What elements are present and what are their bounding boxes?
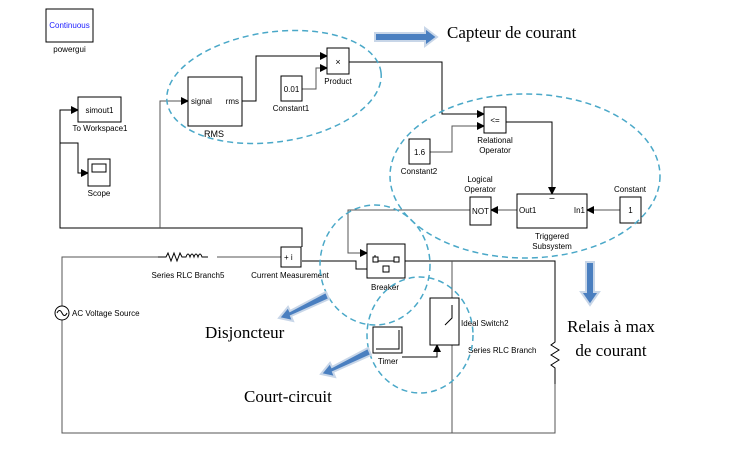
relational-operator-block[interactable]: <= Relational Operator <box>477 106 513 155</box>
court-circuit-annotation: Court-circuit <box>244 387 332 406</box>
power-circuit-wires <box>61 256 556 434</box>
scope-screen-icon <box>91 163 107 173</box>
rms-out-port: rms <box>226 97 239 106</box>
relational-symbol: <= <box>490 116 500 125</box>
ac-source-label: AC Voltage Source <box>72 309 140 318</box>
constant-block[interactable]: Constant 1 <box>614 185 647 224</box>
series-rlc-branch[interactable]: Series RLC Branch <box>468 334 560 384</box>
constant-value: 1 <box>628 206 633 215</box>
series-rlc-branch5[interactable]: Series RLC Branch5 <box>152 251 225 280</box>
powergui-text: Continuous <box>49 21 89 30</box>
to-workspace-label: To Workspace1 <box>73 124 129 133</box>
rms-block[interactable]: signal rms RMS <box>187 76 243 139</box>
relational-label-1: Relational <box>477 136 513 145</box>
relational-label-2: Operator <box>479 146 511 155</box>
current-measurement-block[interactable]: + i Current Measurement <box>251 246 330 280</box>
relay-group-ellipse <box>389 93 661 259</box>
triggered-out-port: Out1 <box>519 206 537 215</box>
product-label: Product <box>324 77 352 86</box>
logical-operator-block[interactable]: Logical Operator NOT <box>464 175 496 226</box>
breaker-label: Breaker <box>371 283 399 292</box>
constant2-value: 1.6 <box>414 148 426 157</box>
disjoncteur-arrow-icon <box>277 290 331 323</box>
powergui-block[interactable]: Continuous powergui <box>45 8 94 54</box>
sine-icon <box>56 310 68 316</box>
relais-arrow-icon <box>579 261 601 307</box>
ideal-switch-block[interactable]: Ideal Switch2 <box>429 297 509 346</box>
current-measurement-label: Current Measurement <box>251 271 330 280</box>
constant1-label: Constant1 <box>273 104 310 113</box>
product-block[interactable]: × Product <box>324 47 353 86</box>
rms-in-port: signal <box>191 97 212 106</box>
constant1-block[interactable]: 0.01 Constant1 <box>273 75 310 113</box>
rlc5-label: Series RLC Branch5 <box>152 271 225 280</box>
powergui-label: powergui <box>53 45 86 54</box>
scope-label: Scope <box>88 189 111 198</box>
switch-icon <box>444 305 453 326</box>
constant2-block[interactable]: 1.6 Constant2 <box>401 138 438 176</box>
rms-label: RMS <box>204 129 224 139</box>
logical-label-2: Operator <box>464 185 496 194</box>
ac-voltage-source[interactable]: AC Voltage Source <box>54 305 140 321</box>
triggered-label-2: Subsystem <box>532 242 572 251</box>
timer-icon <box>376 330 400 350</box>
breaker-block[interactable]: Breaker <box>366 243 406 292</box>
to-workspace-text: simout1 <box>85 106 114 115</box>
triggered-label-1: Triggered <box>535 232 569 241</box>
ideal-switch-label: Ideal Switch2 <box>461 319 509 328</box>
to-workspace-block[interactable]: simout1 To Workspace1 <box>73 96 129 133</box>
constant-label: Constant <box>614 185 647 194</box>
rlc-label: Series RLC Branch <box>468 346 536 355</box>
capteur-arrow-icon <box>374 26 439 48</box>
relais-annotation-1: Relais à max <box>567 317 655 336</box>
measurement-wires <box>59 52 620 257</box>
timer-label: Timer <box>378 357 398 366</box>
product-symbol: × <box>335 57 340 67</box>
scope-block[interactable]: Scope <box>87 158 111 198</box>
constant1-value: 0.01 <box>284 85 300 94</box>
current-measurement-icon: + i <box>284 253 293 262</box>
constant2-label: Constant2 <box>401 167 438 176</box>
court-circuit-arrow-icon <box>319 346 373 379</box>
disjoncteur-annotation: Disjoncteur <box>205 323 285 342</box>
short-circuit-ellipse <box>366 276 474 394</box>
capteur-annotation: Capteur de courant <box>447 23 577 42</box>
breaker-ellipse <box>319 204 431 326</box>
logical-symbol: NOT <box>472 207 489 216</box>
timer-block[interactable]: Timer <box>372 326 403 366</box>
triggered-in-port: In1 <box>574 206 586 215</box>
triggered-subsystem-block[interactable]: Ⲻ Out1 In1 Triggered Subsystem <box>516 193 588 251</box>
rms-group-ellipse <box>166 29 382 145</box>
trigger-icon: Ⲻ <box>549 196 555 205</box>
relais-annotation-2: de courant <box>575 341 647 360</box>
logical-label-1: Logical <box>467 175 493 184</box>
